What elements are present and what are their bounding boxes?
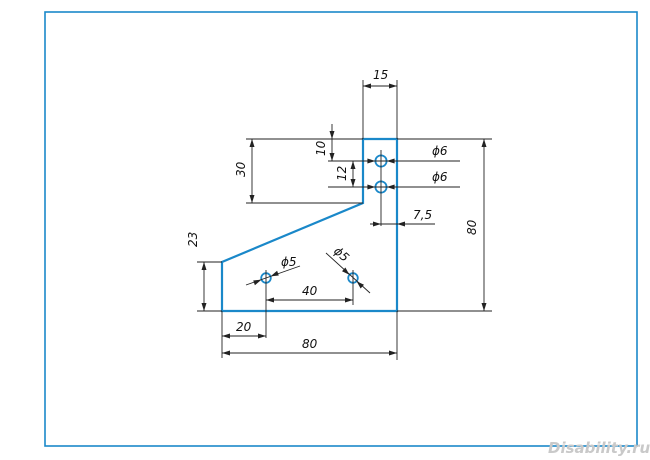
dim-text-hole-x-offset: 7,5: [413, 208, 432, 222]
dim-text-hole-lower-diameter: ϕ6: [432, 170, 448, 184]
dim-text-top-width: 15: [373, 68, 388, 82]
dim-text-bottom-hole-left-diameter: ϕ5: [281, 255, 297, 269]
dim-text-hole-upper-diameter: ϕ6: [432, 144, 448, 158]
dimension-left-height: 23: [186, 232, 222, 312]
dimension-hole-vertical: 10 12: [314, 124, 375, 188]
drawing-frame: [44, 11, 638, 447]
dim-text-bottom-hole-spacing: 40: [302, 284, 318, 298]
dimension-bottom-hole-diameters: ϕ5 ϕ5: [245, 244, 371, 294]
dim-text-bottom-hole-right-diameter: ϕ5: [331, 244, 352, 265]
dimension-top-width: 15: [362, 68, 398, 139]
dimension-hole-x-offset: 7,5: [370, 208, 435, 227]
dim-text-hole-top-offset: 10: [314, 140, 328, 156]
dimension-bottom-hole-x-offset: 20: [221, 311, 266, 358]
dimension-hole-diameters: ϕ6 ϕ6: [362, 144, 460, 190]
dim-text-left-height: 23: [186, 232, 200, 247]
dim-text-hole-spacing: 12: [335, 166, 349, 181]
dimension-total-height: 80: [397, 138, 492, 312]
dimension-bottom-hole-spacing: 40: [266, 284, 353, 303]
center-lines: [265, 150, 382, 338]
dimension-total-width: 80: [222, 311, 398, 360]
dim-text-total-height: 80: [465, 219, 479, 235]
dim-text-bottom-hole-x-offset: 20: [236, 320, 252, 334]
dim-text-total-width: 80: [302, 337, 318, 351]
dim-text-upper-height: 30: [234, 161, 248, 177]
watermark: Disability.ru: [548, 439, 650, 457]
